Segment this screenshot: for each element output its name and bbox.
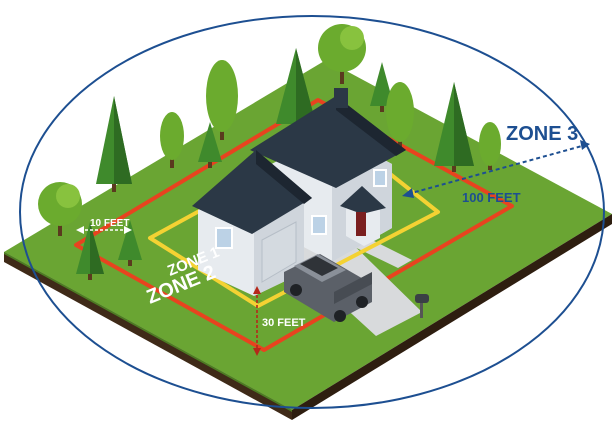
tree	[96, 96, 132, 192]
tree	[386, 82, 414, 148]
tree	[434, 82, 474, 172]
dimension-10-feet-arrow	[76, 226, 132, 234]
tree	[198, 122, 222, 168]
pickup-truck-icon	[284, 254, 372, 322]
trees	[38, 24, 501, 280]
tree	[318, 24, 366, 84]
tree	[118, 220, 142, 266]
zone3-boundary	[19, 15, 605, 409]
window	[311, 215, 327, 235]
window	[373, 169, 387, 187]
dimension-30-feet-arrow	[253, 286, 261, 356]
zone2-boundary	[74, 98, 514, 352]
tree	[370, 62, 394, 112]
dist-30-feet-label: 30 FEET	[262, 317, 306, 329]
house	[192, 88, 406, 296]
dist-100-feet-label: 100 FEET	[462, 190, 521, 205]
zone3-label: ZONE 3	[506, 123, 578, 145]
tree	[206, 60, 238, 140]
tree	[160, 112, 184, 168]
dimension-100-feet-arrow	[402, 140, 590, 198]
tree	[38, 182, 82, 236]
garage-door	[261, 221, 297, 283]
front-door	[356, 212, 366, 236]
tree	[76, 222, 104, 280]
window	[215, 227, 233, 249]
dist-10-feet-label: 10 FEET	[90, 218, 129, 229]
mailbox-icon	[415, 294, 429, 318]
tree	[479, 122, 501, 170]
